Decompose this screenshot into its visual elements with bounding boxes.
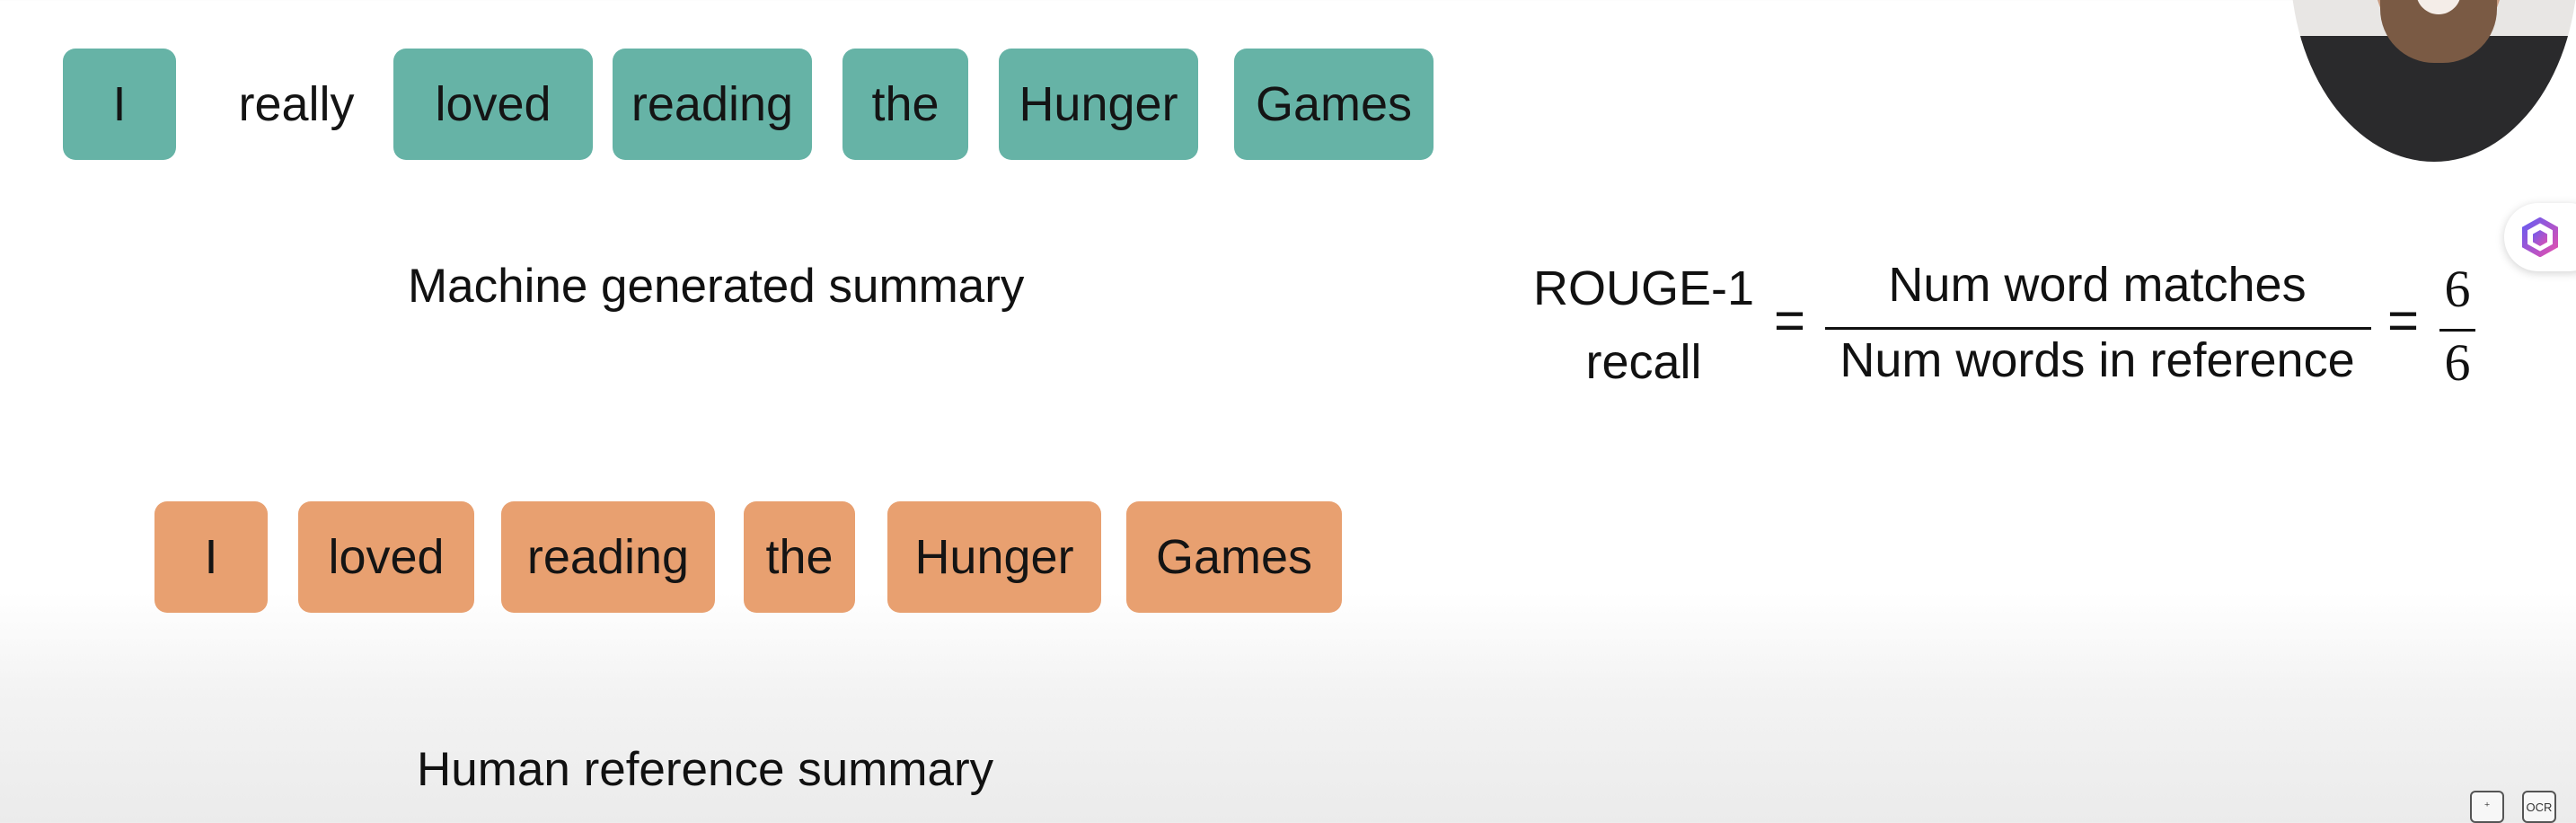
machine-token-i: I (63, 49, 176, 160)
webcam-overlay (2290, 0, 2576, 162)
formula-numerator: Num word matches (1823, 257, 2371, 313)
machine-token-really: really (216, 49, 377, 160)
reference-token-games: Games (1126, 501, 1342, 613)
formula-result-numerator: 6 (2436, 259, 2479, 319)
hexagon-logo-icon (2520, 217, 2560, 257)
formula-fraction-bar (1825, 327, 2371, 330)
machine-token-games: Games (1234, 49, 1434, 160)
reference-token-the: the (744, 501, 855, 613)
reference-token-reading: reading (501, 501, 715, 613)
machine-token-reading: reading (613, 49, 812, 160)
formula-equals-1: = (1774, 289, 1805, 351)
assistant-extension-button[interactable] (2504, 203, 2576, 271)
machine-token-loved: loved (393, 49, 593, 160)
reference-token-loved: loved (298, 501, 474, 613)
ocr-button[interactable]: OCR (2522, 791, 2556, 823)
machine-token-the: the (842, 49, 968, 160)
reference-token-i: I (154, 501, 268, 613)
machine-caption: Machine generated summary (408, 259, 1024, 314)
formula-label-line1: ROUGE-1 (1518, 253, 1769, 323)
formula-denominator: Num words in reference (1823, 332, 2371, 388)
reference-caption: Human reference summary (417, 742, 993, 797)
reference-token-hunger: Hunger (887, 501, 1101, 613)
formula-equals-2: = (2387, 289, 2419, 351)
formula-result-denominator: 6 (2436, 332, 2479, 393)
zoom-capture-icon[interactable]: ⁺ (2470, 791, 2504, 823)
formula-result-bar (2439, 329, 2475, 332)
formula-label-line2: recall (1518, 327, 1769, 397)
machine-token-hunger: Hunger (999, 49, 1198, 160)
